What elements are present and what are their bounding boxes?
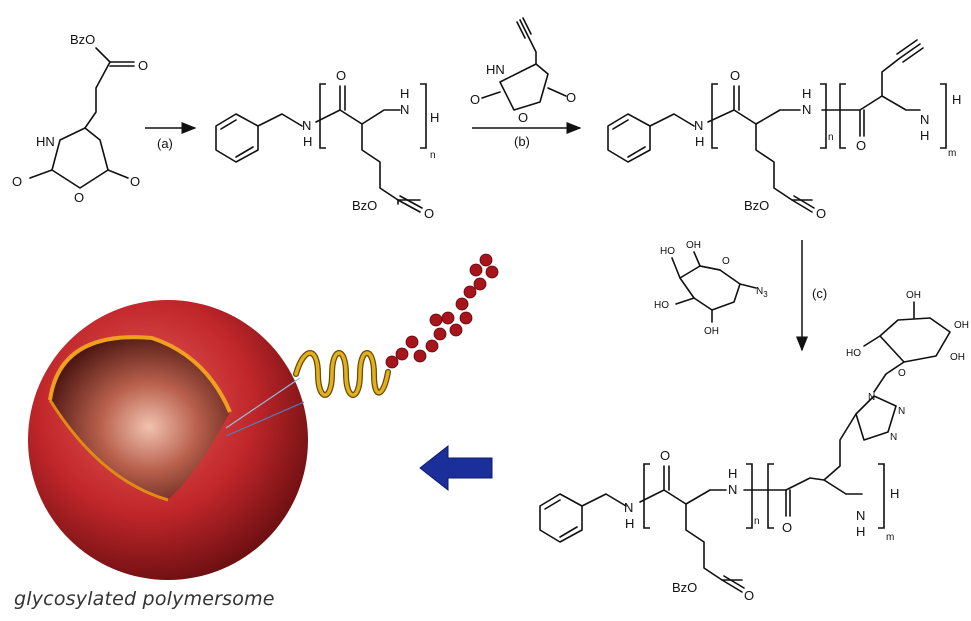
- prod-h-1: H: [625, 516, 634, 531]
- prod-oh-cut: OH: [954, 320, 969, 331]
- prod-side-ester-o: O: [744, 588, 754, 603]
- sugar-n3: N3: [756, 286, 768, 299]
- block-copolymer: N H O N H n O N H m H BzO O: [607, 39, 961, 221]
- p2-amide-n-3: N: [920, 112, 929, 127]
- polymersome-cutaway: [50, 337, 230, 500]
- glycopolymer-product: OH OH OH HO O N N N N H O N H n O N: [539, 290, 969, 603]
- prod-n-1: N: [624, 500, 633, 515]
- nca-o-right: O: [130, 174, 140, 189]
- ester-oxygen: O: [138, 58, 148, 73]
- sugar-o-ring: O: [722, 256, 730, 267]
- sugar-oh-1: OH: [686, 240, 701, 251]
- side-ester-o: O: [424, 206, 434, 221]
- prod-h-2: H: [728, 466, 737, 481]
- p2-amide-h-3: H: [920, 128, 929, 143]
- p2-end-h: H: [952, 92, 961, 107]
- amide-n-1: N: [302, 118, 311, 133]
- prod-side-bzo: BzO: [672, 580, 697, 595]
- p2-repeat-m: m: [948, 148, 956, 159]
- prod-ho: HO: [846, 348, 861, 359]
- prod-repeat-m: m: [886, 532, 894, 543]
- figure-caption: glycosylated polymersome: [14, 588, 275, 610]
- prod-h-3: H: [856, 524, 865, 539]
- p2-side-ester-o: O: [816, 206, 826, 221]
- prod-end-h: H: [890, 486, 899, 501]
- p2-amide-o-1: O: [730, 68, 740, 83]
- p2-amide-n-2: N: [802, 102, 811, 117]
- glycopeptide-coil: [385, 253, 499, 369]
- end-h: H: [430, 110, 439, 125]
- step-c-label: (c): [812, 286, 827, 301]
- nca2-o-ring: O: [518, 110, 528, 125]
- prod-n-3: N: [856, 508, 865, 523]
- helix-block: [293, 350, 391, 398]
- blue-arrow: [419, 444, 493, 492]
- prod-repeat-n: n: [754, 516, 760, 527]
- membrane-rim: [48, 335, 232, 413]
- nca2-o-right: O: [566, 90, 576, 105]
- prod-o-ring: O: [898, 368, 906, 379]
- p2-amide-h-2: H: [802, 86, 811, 101]
- p2-repeat-n: n: [828, 132, 834, 143]
- prod-n2: N: [898, 406, 905, 417]
- glutamate-nca-monomer: BzO O HN O O O: [12, 32, 148, 205]
- step-c-arrow: (c): [796, 240, 827, 352]
- prod-o-1: O: [660, 448, 670, 463]
- repeat-n: n: [430, 150, 436, 161]
- polymersome-illustration: [28, 253, 499, 580]
- step-a-arrow: (a): [145, 122, 197, 151]
- nca-o-left: O: [12, 174, 22, 189]
- glucosyl-azide: HO OH O N3 HO OH: [654, 240, 768, 337]
- p2-amide-n-1: N: [694, 118, 703, 133]
- p2-side-bzo: BzO: [744, 198, 769, 213]
- amide-h-2: H: [400, 86, 409, 101]
- amide-n-2: N: [400, 102, 409, 117]
- prod-n-2: N: [728, 482, 737, 497]
- nca-o-ring: O: [74, 190, 84, 205]
- nca2-o-left: O: [470, 92, 480, 107]
- pblg-polymer: N H O N H H n BzO O: [215, 68, 439, 221]
- prod-o-2: O: [782, 520, 792, 535]
- sugar-oh-2: OH: [704, 326, 719, 337]
- step-b-label: (b): [514, 134, 530, 149]
- prod-n3: N: [890, 432, 897, 443]
- step-b-arrow: (b): [472, 122, 582, 149]
- prod-n1: N: [868, 392, 875, 403]
- side-bzo: BzO: [352, 198, 377, 213]
- nca2-nh: HN: [486, 62, 505, 77]
- sugar-ho-2: HO: [654, 300, 669, 311]
- prod-oh-right: OH: [950, 352, 965, 363]
- sugar-ho-1: HO: [660, 246, 675, 257]
- amide-h-1: H: [303, 134, 312, 149]
- p2-amide-h-1: H: [695, 134, 704, 149]
- bzo-label: BzO: [70, 32, 95, 47]
- step-a-label: (a): [157, 136, 173, 151]
- p2-amide-o-2: O: [856, 138, 866, 153]
- prod-oh-top: OH: [906, 290, 921, 301]
- propargyl-nca-monomer: HN O O O: [470, 17, 576, 125]
- nca-nh: HN: [36, 134, 55, 149]
- amide-o: O: [336, 68, 346, 83]
